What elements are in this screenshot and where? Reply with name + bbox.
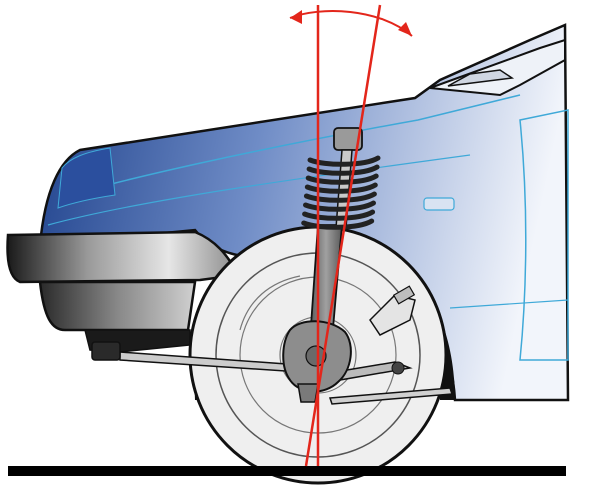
- fender-trim-line: [47, 154, 471, 226]
- side-marker-light: [423, 197, 455, 211]
- rocker-line: [449, 299, 569, 309]
- front-bumper: [6, 230, 240, 353]
- steering-rack-end: [369, 294, 416, 336]
- spring-coil: [301, 218, 375, 230]
- tie-rod: [328, 387, 454, 405]
- spring-coil: [302, 209, 376, 221]
- brake-disc-arc: [239, 275, 301, 331]
- lower-control-arm: [91, 285, 454, 405]
- spring-coil: [303, 191, 377, 203]
- spring-coil: [305, 173, 379, 185]
- arc-arrowhead-right: [398, 22, 412, 36]
- steering-axis-line: [304, 4, 382, 467]
- caster-angle-arc: [289, 10, 413, 37]
- spring-coil: [303, 200, 376, 212]
- spring-coil: [304, 182, 378, 194]
- spring-coil: [306, 164, 380, 176]
- ball-joint: [297, 383, 319, 403]
- lower-valance: [38, 280, 197, 332]
- arc-arrowhead-left: [290, 10, 302, 24]
- caster-angle-indicator: [289, 4, 413, 467]
- wiper-arm: [447, 69, 515, 87]
- ground-line: [8, 466, 566, 476]
- headlight-edge: [57, 147, 116, 209]
- door-outline: [519, 109, 569, 361]
- spring-coil: [307, 155, 381, 167]
- coil-spring: [301, 155, 381, 230]
